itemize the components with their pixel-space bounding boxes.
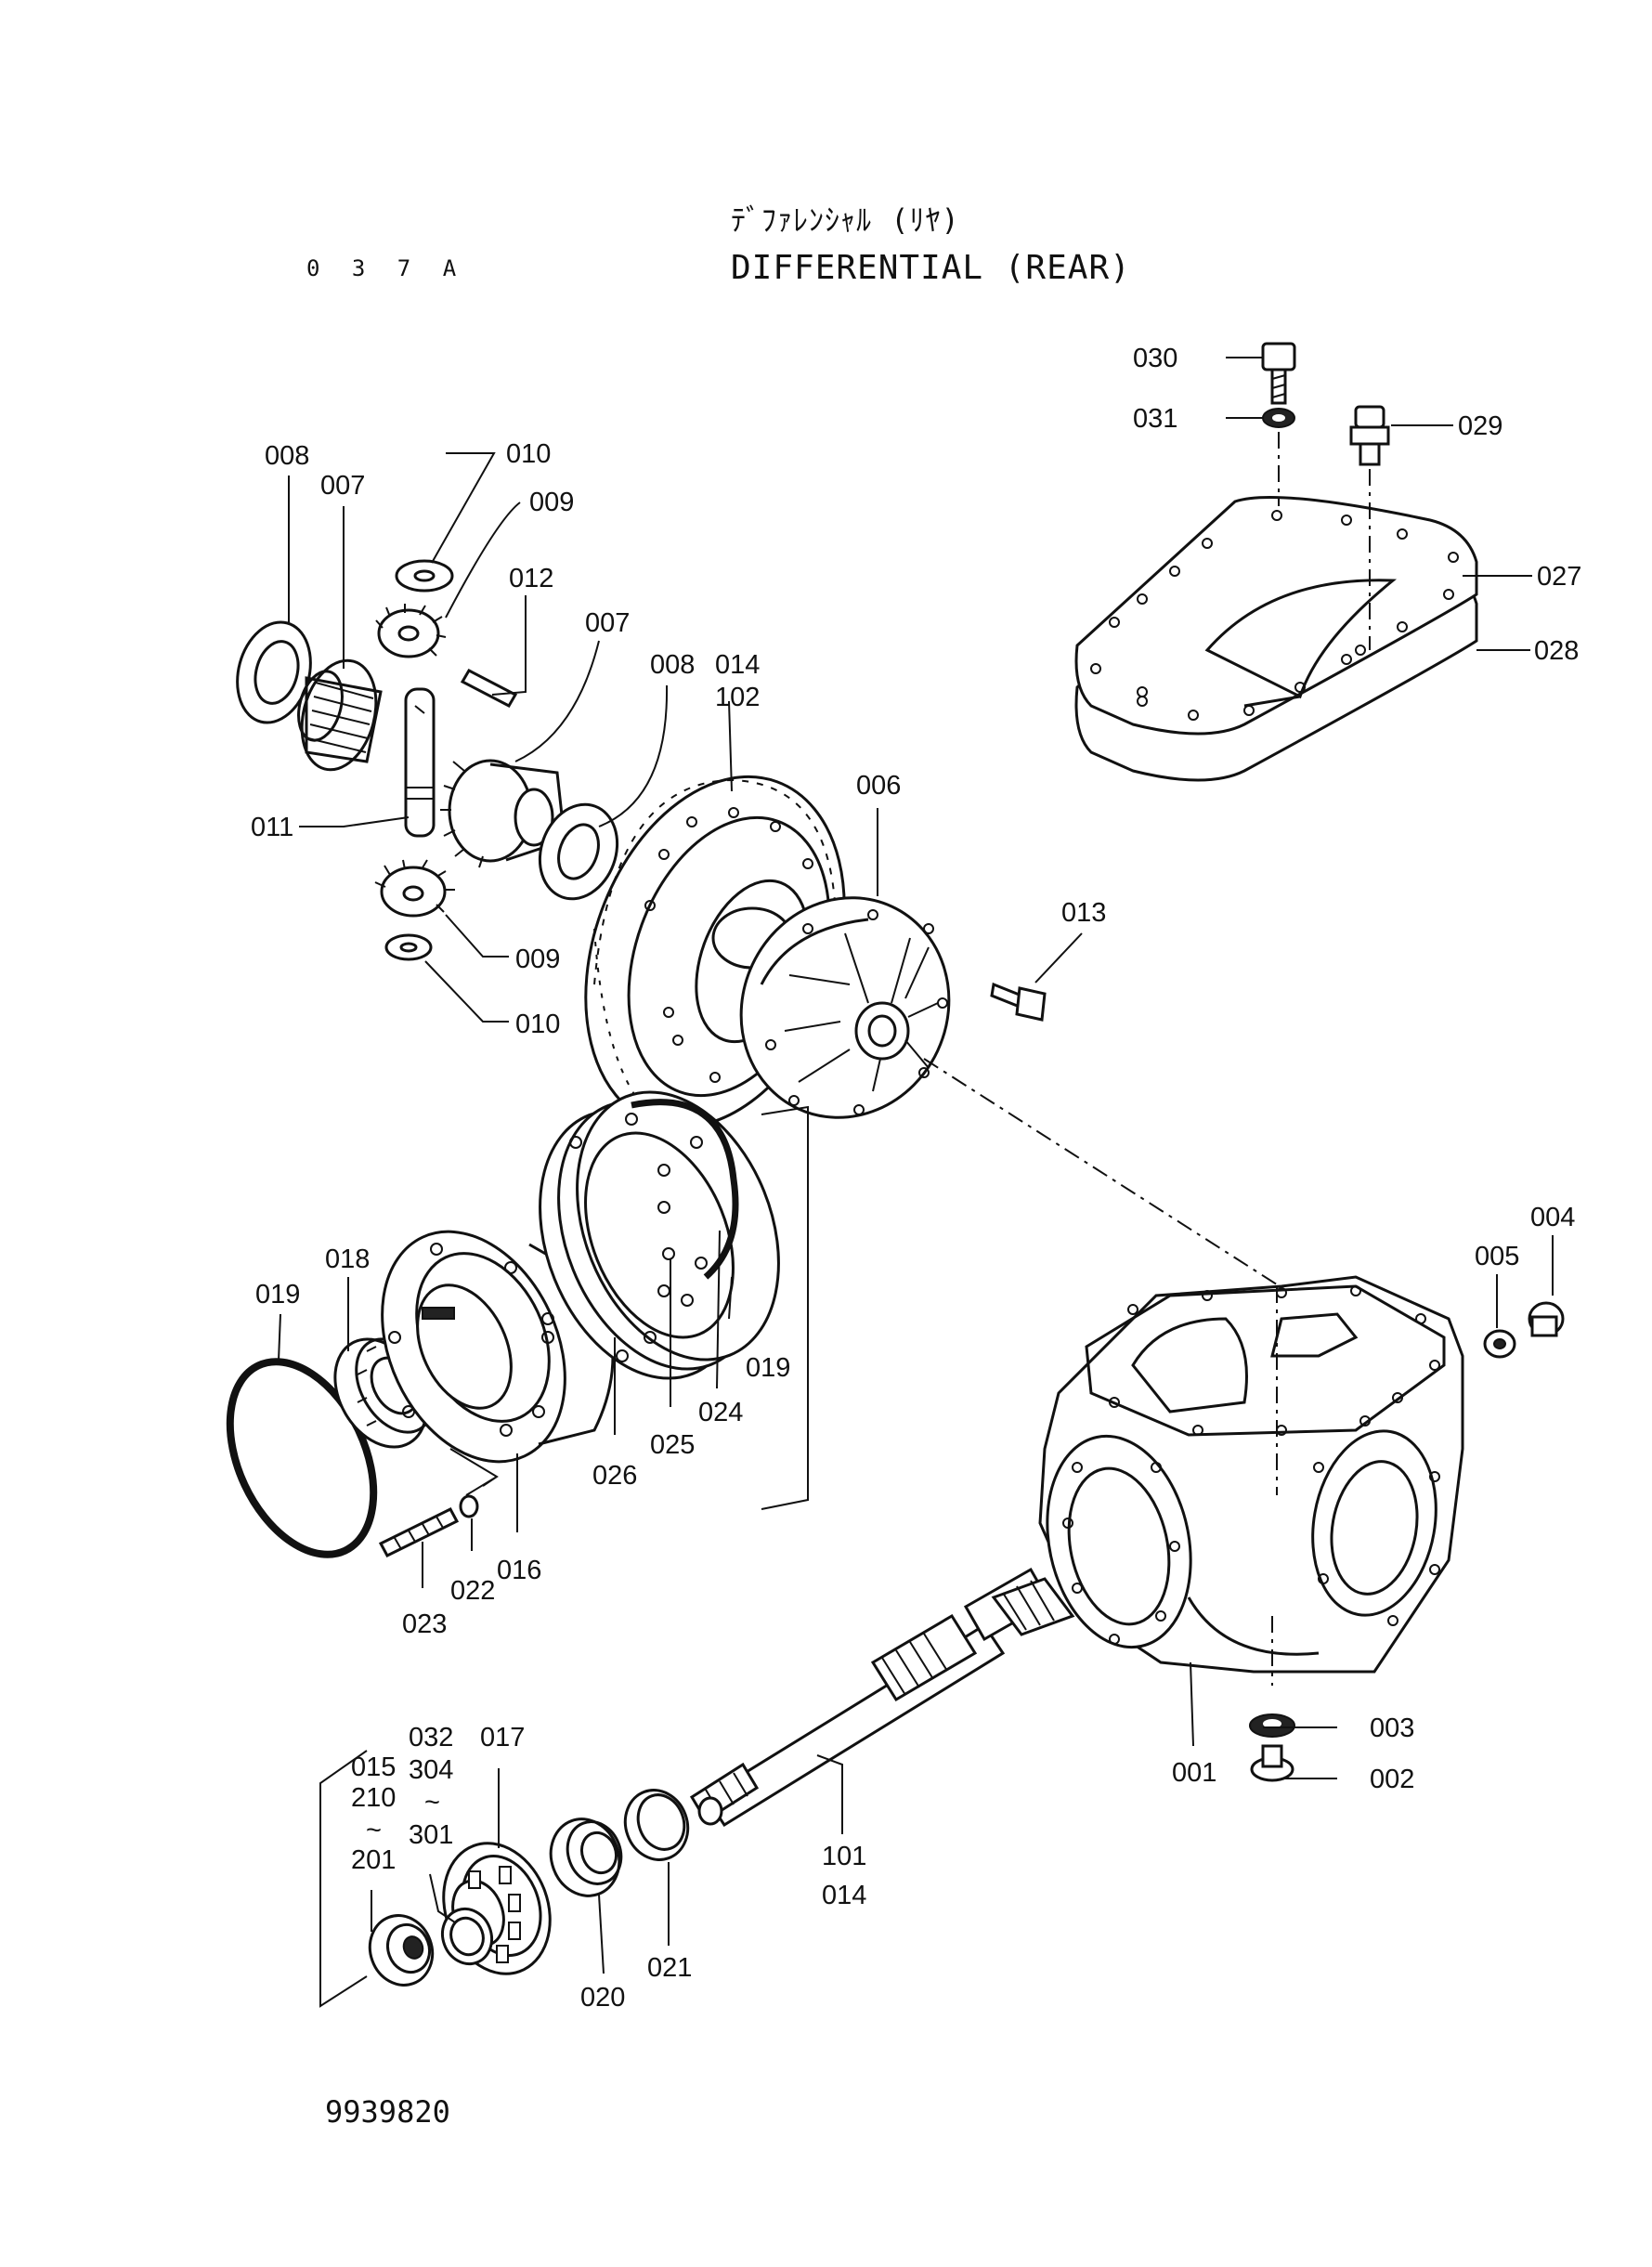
drive-pinion-101 [689, 1567, 1075, 1828]
callout-018: 018 [325, 1244, 370, 1274]
side-gear-007b [440, 759, 566, 868]
callout-210: 210 [351, 1783, 396, 1813]
callout-001: 001 [1172, 1758, 1216, 1788]
washer-003 [1249, 1713, 1295, 1738]
callout-007: 007 [585, 608, 630, 638]
callout-201: 201 [351, 1845, 396, 1875]
callout-009: 009 [529, 488, 574, 517]
callout-031: 031 [1133, 404, 1177, 434]
callout-019: 019 [255, 1280, 300, 1309]
plug-004 [1528, 1301, 1565, 1337]
callout-012: 012 [509, 564, 553, 593]
page-title: DIFFERENTIAL (REAR) [731, 249, 1131, 287]
washer-010b [384, 933, 433, 961]
pin-012 [460, 669, 518, 708]
callout-029: 029 [1458, 411, 1502, 441]
bearing-017 [442, 1842, 552, 1975]
callout-021: 021 [647, 1953, 692, 1983]
pin-022 [459, 1494, 479, 1518]
callout-015: 015 [351, 1752, 396, 1782]
callout-005: 005 [1475, 1242, 1519, 1271]
callout-010: 010 [515, 1010, 560, 1039]
bolt-030 [1261, 342, 1296, 405]
callout-014: 014 [715, 650, 760, 680]
callout-008: 008 [265, 441, 309, 471]
callout-024: 024 [698, 1398, 743, 1427]
callout-011: 011 [251, 813, 293, 842]
callout-102: 102 [715, 683, 760, 712]
callout-025: 025 [650, 1430, 695, 1460]
callout-028: 028 [1534, 636, 1579, 666]
stud-023 [378, 1507, 460, 1557]
o-ring-019b [631, 1099, 739, 1280]
page-code: 0 3 7 A [306, 255, 466, 281]
callout-023: 023 [402, 1609, 447, 1639]
callout-002: 002 [1370, 1765, 1414, 1794]
bolt-013 [990, 982, 1047, 1022]
thrust-washer-008a [236, 620, 312, 724]
pinion-gear-009b [374, 859, 455, 918]
callout-006: 006 [856, 771, 901, 801]
pinion-gear-009a [375, 604, 447, 658]
plug-002 [1250, 1744, 1294, 1782]
callout-009: 009 [515, 945, 560, 974]
callout-range-tilde: ~ [424, 1788, 440, 1818]
cover-assembly [1074, 496, 1478, 782]
callout-range-tilde: ~ [366, 1816, 382, 1845]
leader-lines [278, 357, 1554, 1974]
callout-010: 010 [506, 439, 551, 469]
callout-007: 007 [320, 471, 365, 501]
washer-010a [395, 559, 454, 593]
callout-030: 030 [1133, 344, 1177, 373]
callout-026: 026 [592, 1461, 637, 1491]
callout-017: 017 [480, 1723, 525, 1752]
plug-029 [1349, 405, 1390, 466]
callout-301: 301 [409, 1820, 453, 1850]
collar-021 [623, 1789, 690, 1861]
washer-031 [1262, 408, 1295, 428]
callout-019: 019 [746, 1353, 790, 1383]
callout-020: 020 [580, 1983, 625, 2013]
callout-014: 014 [822, 1881, 866, 1910]
callout-027: 027 [1537, 562, 1581, 592]
callout-101: 101 [822, 1842, 866, 1871]
callout-016: 016 [497, 1556, 541, 1585]
callout-008: 008 [650, 650, 695, 680]
washer-005 [1483, 1329, 1516, 1359]
callout-004: 004 [1530, 1203, 1575, 1232]
document-number: 9939820 [325, 2094, 450, 2130]
callout-003: 003 [1370, 1713, 1414, 1743]
housing-001 [1038, 1275, 1464, 1674]
callout-032: 032 [409, 1723, 453, 1752]
thrust-washer-008b [538, 802, 619, 901]
callout-013: 013 [1061, 898, 1106, 928]
collar-020 [549, 1818, 623, 1897]
pinion-shaft-011 [404, 687, 436, 838]
callout-labels: 030 031 029 027 028 008 007 010 009 012 … [251, 344, 1581, 2013]
differential-case-006 [711, 896, 951, 1119]
callout-022: 022 [450, 1576, 495, 1606]
side-gear-007a [297, 658, 383, 772]
callout-304: 304 [409, 1755, 453, 1785]
title-japanese: ﾃﾞﾌｧﾚﾝｼｬﾙ (ﾘﾔ) [731, 202, 960, 238]
oil-seal-015-210-201 [368, 1914, 435, 1987]
